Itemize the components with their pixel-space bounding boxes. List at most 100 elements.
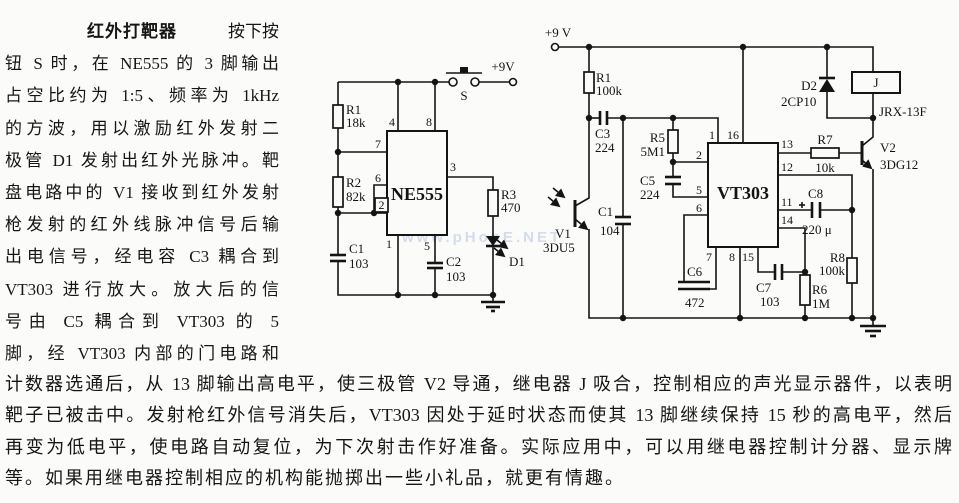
capacitor-value: 224 xyxy=(595,140,615,155)
resistor-ref: R5 xyxy=(650,130,665,145)
junction-dots xyxy=(585,43,877,322)
pin-label: 5 xyxy=(424,239,430,253)
led-ref: D1 xyxy=(509,254,525,269)
ic-vt303: VT303 1 16 2 5 6 7 8 15 13 12 11 14 xyxy=(696,128,793,264)
capacitor-value: 472 xyxy=(685,295,705,310)
resistor-ref: R2 xyxy=(346,175,361,190)
ic-label: NE555 xyxy=(391,184,443,204)
capacitor-c2: C2 103 xyxy=(427,254,466,284)
pin-label: 12 xyxy=(781,160,793,174)
article-left-column: 红外打靶器按下按 钮 S 时，在 NE555 的 3 脚输出 占空比约为 1:5… xyxy=(5,16,279,370)
capacitor-c6: C6 472 xyxy=(678,264,710,310)
push-button-s: S xyxy=(446,67,482,103)
pin-label: 16 xyxy=(727,128,739,142)
capacitor-value: 104 xyxy=(600,223,620,238)
text-line: 号由 C5 耦合到 VT303 的 5 xyxy=(5,311,279,331)
transistor-v2: V2 3DG12 xyxy=(860,140,918,172)
resistor-value: 82k xyxy=(346,189,366,204)
capacitor-ref: C5 xyxy=(640,173,655,188)
capacitor-c5: C5 224 xyxy=(640,173,681,202)
text-line: 盘电路中的 V1 接收到红外发射 xyxy=(5,182,279,202)
article-title-line: 红外打靶器按下按 xyxy=(5,16,279,48)
text-line: 钮 S 时，在 NE555 的 3 脚输出 xyxy=(5,54,279,74)
junction-dots xyxy=(334,78,497,299)
text-line: 占空比约为 1:5、频率为 1kHz xyxy=(5,86,279,106)
resistor-value: 18k xyxy=(346,115,366,130)
capacitor-value: 220 μ xyxy=(802,222,832,237)
led-d1: D1 xyxy=(486,236,525,269)
resistor-ref: R7 xyxy=(817,132,833,147)
ground-symbol xyxy=(481,295,505,313)
text-line: 靶子已被击中。发射枪红外信号消失后，VT303 因处于延时状态而使其 13 脚继… xyxy=(5,405,952,426)
resistor-r1: R1 18k xyxy=(332,102,366,130)
pin-label: 5 xyxy=(696,183,702,197)
article-title-rest: 按下按 xyxy=(228,22,279,41)
pin-label: 1 xyxy=(709,128,715,142)
pin-label: 2 xyxy=(696,148,702,162)
capacitor-ref: C3 xyxy=(595,126,610,141)
resistor-value: 100k xyxy=(596,83,623,98)
text-line: 再变为低电平，使电路自动复位，为下次射击作好准备。实际应用中，可以用继电器控制计… xyxy=(5,436,952,457)
pin-label: 1 xyxy=(386,237,392,251)
relay-model: JRX-13F xyxy=(879,104,927,119)
resistor-ref: R1 xyxy=(346,102,361,117)
capacitor-c1: C1 104 xyxy=(598,204,631,238)
supply-terminal: +9 V xyxy=(545,25,572,52)
text-line: 枪发射的红外线脉冲信号后输 xyxy=(5,215,279,235)
resistor-value: 100k xyxy=(819,263,846,278)
diode-ref: D2 xyxy=(801,78,817,93)
diode-d2: D2 2CP10 xyxy=(781,47,835,109)
capacitor-value: 224 xyxy=(640,187,660,202)
pin-label: 8 xyxy=(729,250,735,264)
relay-ref: J xyxy=(873,75,878,90)
text-line: 脚，经 VT303 内部的门电路和 xyxy=(5,343,279,363)
transistor-ref: V2 xyxy=(880,140,896,155)
article-bottom-paragraph: 计数器选通后，从 13 脚输出高电平，使三极管 V2 导通，继电器 J 吸合，控… xyxy=(5,369,952,494)
switch-label: S xyxy=(460,88,467,103)
resistor-r1: R1 100k xyxy=(583,70,623,98)
transistor-model: 3DU5 xyxy=(543,240,575,255)
pin-label: 2 xyxy=(379,198,385,212)
pin-label: 4 xyxy=(389,115,395,129)
supply-terminal: +9V xyxy=(491,59,518,87)
resistor-value: 10k xyxy=(815,160,835,175)
resistor-value: 5M1 xyxy=(640,144,665,159)
capacitor-ref: C8 xyxy=(808,186,823,201)
phototransistor-v1: V1 3DU5 xyxy=(543,187,589,255)
pin-label: 13 xyxy=(781,137,793,151)
resistor-r2: R2 82k xyxy=(332,175,366,208)
capacitor-value: 103 xyxy=(760,294,780,309)
resistor-value: 1M xyxy=(812,296,831,311)
transistor-model: 3DG12 xyxy=(880,157,918,172)
capacitor-ref: C1 xyxy=(349,241,364,256)
ne555-transmitter-schematic: S +9V R1 18k R2 82k R3 470 C1 103 C2 103… xyxy=(330,59,525,313)
capacitor-ref: C2 xyxy=(446,254,461,269)
pin-label: 6 xyxy=(696,201,702,215)
pin-label: 8 xyxy=(426,115,432,129)
resistor-r6: R6 1M xyxy=(799,274,831,311)
capacitor-value: 103 xyxy=(446,269,466,284)
text-line: 的方波，用以激励红外发射二 xyxy=(5,118,279,138)
relay-j: J JRX-13F xyxy=(851,71,927,119)
vt303-receiver-schematic: +9 V R1 100k C3 224 C1 104 R5 5M1 C5 224… xyxy=(543,25,927,338)
text-line: 等。如果用继电器控制相应的机构能抛掷出一些小礼品，就更有情趣。 xyxy=(5,467,625,488)
capacitor-c7: C7 103 xyxy=(756,264,784,309)
transistor-ref: V1 xyxy=(555,226,571,241)
diode-model: 2CP10 xyxy=(781,94,816,109)
resistor-r3: R3 470 xyxy=(487,187,521,217)
capacitor-ref: C6 xyxy=(687,264,703,279)
supply-label: +9 V xyxy=(545,25,572,40)
capacitor-c3: C3 224 xyxy=(595,111,615,155)
resistor-ref: R6 xyxy=(812,282,828,297)
resistor-ref: R8 xyxy=(830,250,845,265)
wires xyxy=(558,46,875,319)
pin-label: 3 xyxy=(450,160,456,174)
text-line: 极管 D1 发射出红外光脉冲。靶 xyxy=(5,150,279,170)
pin-label: 11 xyxy=(781,195,793,209)
ic-ne555: NE555 4 8 7 6 2 3 1 5 xyxy=(374,115,456,253)
resistor-r7: R7 10k xyxy=(810,132,840,175)
pin-label: 6 xyxy=(375,171,381,185)
capacitor-c1: C1 103 xyxy=(330,241,369,271)
resistor-ref: R3 xyxy=(501,187,516,202)
